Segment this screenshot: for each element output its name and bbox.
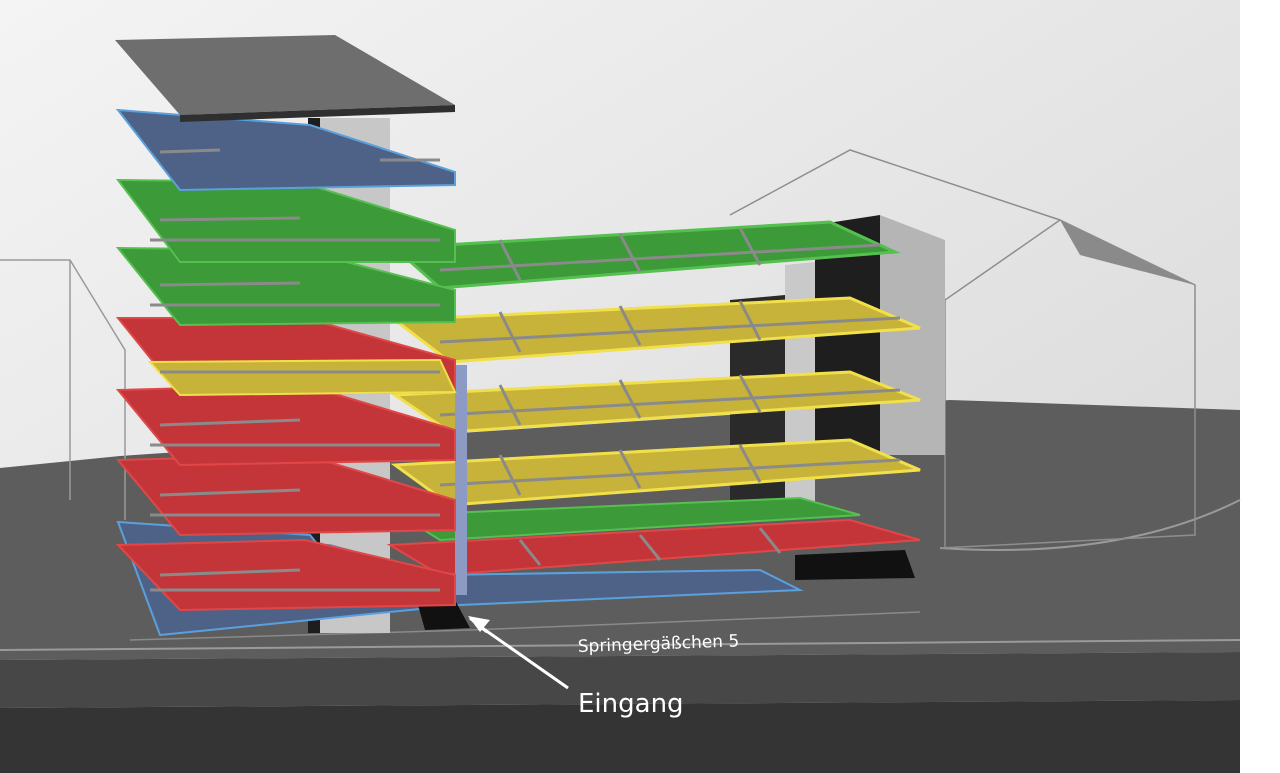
floor-right-wing-green-low: [396, 496, 861, 542]
neighbor-building-left: [0, 259, 126, 520]
floor-left-red-1: [115, 538, 456, 612]
floor-left-blue-7: [115, 108, 456, 192]
entrance-pit: [418, 600, 470, 630]
page-margin: [1240, 0, 1280, 773]
ramp-pit: [795, 550, 915, 580]
floor-left-red-yellow-4: [115, 317, 457, 397]
floor-left-red-3: [115, 383, 456, 467]
entrance-label: Eingang: [578, 689, 684, 719]
floor-right-wing-yellow-1: [390, 296, 921, 364]
floor-right-wing-red: [386, 518, 921, 577]
floor-right-wing-yellow-2: [390, 370, 921, 434]
entrance-arrow: [468, 616, 569, 690]
column: [455, 365, 467, 595]
roof-slab: [115, 35, 455, 122]
floor-right-wing-green-top: [391, 220, 901, 290]
floor-right-wing-yellow-3: [390, 438, 921, 507]
